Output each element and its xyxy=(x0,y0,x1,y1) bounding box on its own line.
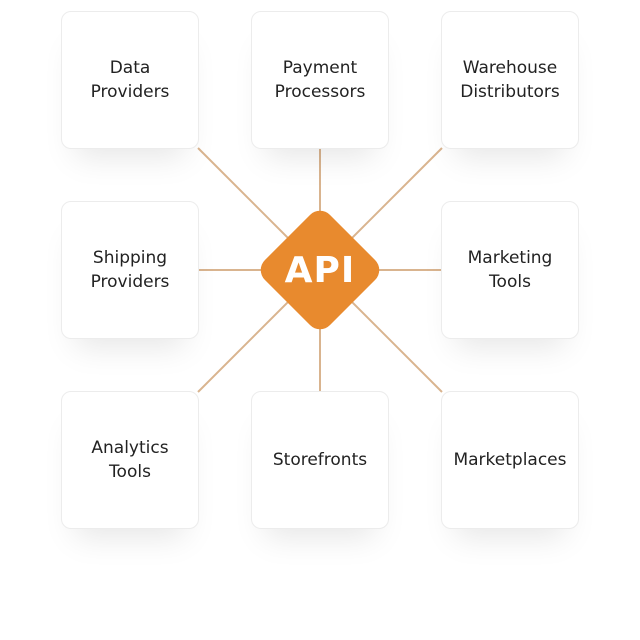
node-marketing-tools: Marketing Tools xyxy=(441,201,579,339)
node-label: Data Providers xyxy=(90,58,170,102)
node-label: Shipping Providers xyxy=(90,248,170,292)
node-label: Warehouse Distributors xyxy=(460,58,560,102)
node-label: Storefronts xyxy=(272,450,368,470)
node-marketplaces: Marketplaces xyxy=(441,391,579,529)
node-analytics-tools: Analytics Tools xyxy=(61,391,199,529)
node-label: Payment Processors xyxy=(274,58,366,102)
node-label: Marketing Tools xyxy=(467,248,553,292)
node-warehouse-distributors: Warehouse Distributors xyxy=(441,11,579,149)
api-hub-label: API xyxy=(284,249,356,291)
api-hub: API xyxy=(254,204,386,336)
node-data-providers: Data Providers xyxy=(61,11,199,149)
node-shipping-providers: Shipping Providers xyxy=(61,201,199,339)
node-label: Marketplaces xyxy=(453,450,567,470)
node-storefronts: Storefronts xyxy=(251,391,389,529)
node-label: Analytics Tools xyxy=(91,438,169,482)
node-payment-processors: Payment Processors xyxy=(251,11,389,149)
